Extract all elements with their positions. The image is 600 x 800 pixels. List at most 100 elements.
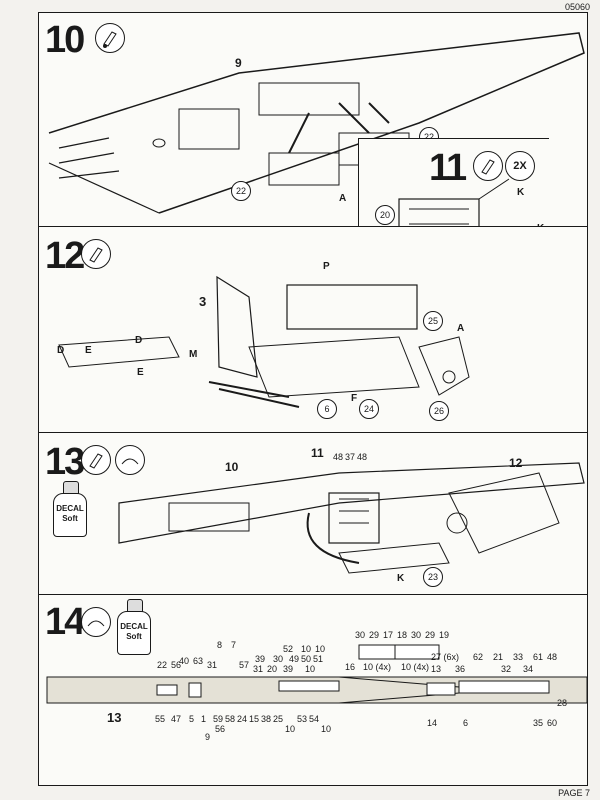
decal-number: 17 [383, 630, 394, 640]
decal-number: 31 [253, 664, 264, 674]
decal-number: 10 [285, 724, 296, 734]
decal-number: 30 [273, 654, 284, 664]
decal-sublabel: Soft [62, 514, 78, 523]
decal-number: 14 [427, 718, 438, 728]
glue-icon [95, 23, 125, 53]
decal-number: 28 [557, 698, 568, 708]
part-label-11: 11 [311, 446, 324, 460]
decal-number: 10 (4x) [401, 662, 430, 672]
decal-number: 55 [155, 714, 166, 724]
decal-number: 10 [305, 664, 316, 674]
decal-number: 29 [425, 630, 436, 640]
panel-assembly-illustration [58, 275, 470, 408]
flag-f: F [351, 393, 358, 404]
callout-26: 26 [429, 401, 449, 421]
decal-number: 1 [201, 714, 207, 724]
decal-number: 29 [369, 630, 380, 640]
decal-strip-illustration [46, 644, 587, 704]
decal-number: 52 [283, 644, 294, 654]
step-number: 10 [45, 19, 85, 61]
decal-number: 33 [513, 652, 524, 662]
step-number: 12 [45, 235, 85, 277]
flag-a: A [457, 323, 465, 334]
decal-number: 32 [501, 664, 512, 674]
top-number: 48 [333, 452, 344, 462]
decal-number: 10 [321, 724, 332, 734]
callout-23: 23 [423, 567, 443, 587]
callout-20: 20 [375, 205, 395, 225]
decal-number: 39 [283, 664, 294, 674]
decal-number: 34 [523, 664, 534, 674]
flag-e-left: E [85, 345, 92, 356]
glue-icon [81, 445, 111, 475]
decal-number: 22 [157, 660, 168, 670]
decal-number: 20 [267, 664, 278, 674]
decal-water-icon [81, 607, 111, 637]
flag-k-1: K [517, 187, 525, 198]
part-label-9: 9 [235, 56, 242, 70]
decal-label: DECAL [56, 504, 84, 513]
callout-24: 24 [359, 399, 379, 419]
decal-number: 19 [439, 630, 450, 640]
decal-number: 61 [533, 652, 544, 662]
flag-k: K [397, 573, 405, 584]
decal-number: 53 [297, 714, 308, 724]
flag-m: M [189, 349, 198, 360]
flag-a: A [339, 193, 347, 204]
decal-number: 59 [213, 714, 224, 724]
decal-number: 5 [189, 714, 195, 724]
step-number: 11 [429, 147, 467, 189]
flag-p: P [323, 261, 330, 272]
decal-number: 10 (4x) [363, 662, 392, 672]
part-label-10: 10 [225, 460, 239, 474]
decal-label: DECAL [120, 622, 148, 631]
decal-number: 21 [493, 652, 504, 662]
decal-water-icon [115, 445, 145, 475]
step-10-panel: 10 9 22 22 A [38, 12, 588, 228]
step-number: 13 [45, 441, 85, 483]
decal-number: 40 [179, 656, 190, 666]
decal-sublabel: Soft [126, 632, 142, 641]
decal-number: 58 [225, 714, 236, 724]
decal-number: 38 [261, 714, 272, 724]
decal-number: 10 [301, 644, 312, 654]
glue-icon [81, 239, 111, 269]
decal-number: 13 [431, 664, 442, 674]
decal-number: 24 [237, 714, 248, 724]
decal-number: 54 [309, 714, 320, 724]
decal-number: 30 [411, 630, 422, 640]
callout-22-left: 22 [231, 181, 251, 201]
step-12-panel: 12 3 25 24 26 6 P A F D E D E M [38, 226, 588, 434]
decal-number: 36 [455, 664, 466, 674]
decal-number: 50 [301, 654, 312, 664]
top-number: 48 [357, 452, 368, 462]
cockpit-install-illustration [118, 462, 585, 574]
decal-number: 30 [355, 630, 366, 640]
bar-label-13: 13 [107, 710, 122, 725]
page-number: PAGE 7 [558, 788, 590, 798]
document-id: 05060 [564, 2, 590, 12]
decal-number: 8 [217, 640, 223, 650]
flag-d-right: D [135, 335, 143, 346]
callout-6: 6 [317, 399, 337, 419]
decal-number: 25 [273, 714, 284, 724]
decal-number: 47 [171, 714, 182, 724]
decal-number: 15 [249, 714, 260, 724]
multiplier-badge: 2X [505, 151, 535, 181]
decal-number: 56 [171, 660, 182, 670]
decal-number: 48 [547, 652, 558, 662]
decal-number: 18 [397, 630, 408, 640]
decal-number: 27 (6x) [431, 652, 460, 662]
decal-number: 16 [345, 662, 356, 672]
decal-number: 57 [239, 660, 250, 670]
decal-number: 51 [313, 654, 324, 664]
step-number: 14 [45, 601, 85, 643]
decal-number: 63 [193, 656, 204, 666]
decal-number: 56 [215, 724, 226, 734]
callout-25: 25 [423, 311, 443, 331]
decal-number: 49 [289, 654, 300, 664]
